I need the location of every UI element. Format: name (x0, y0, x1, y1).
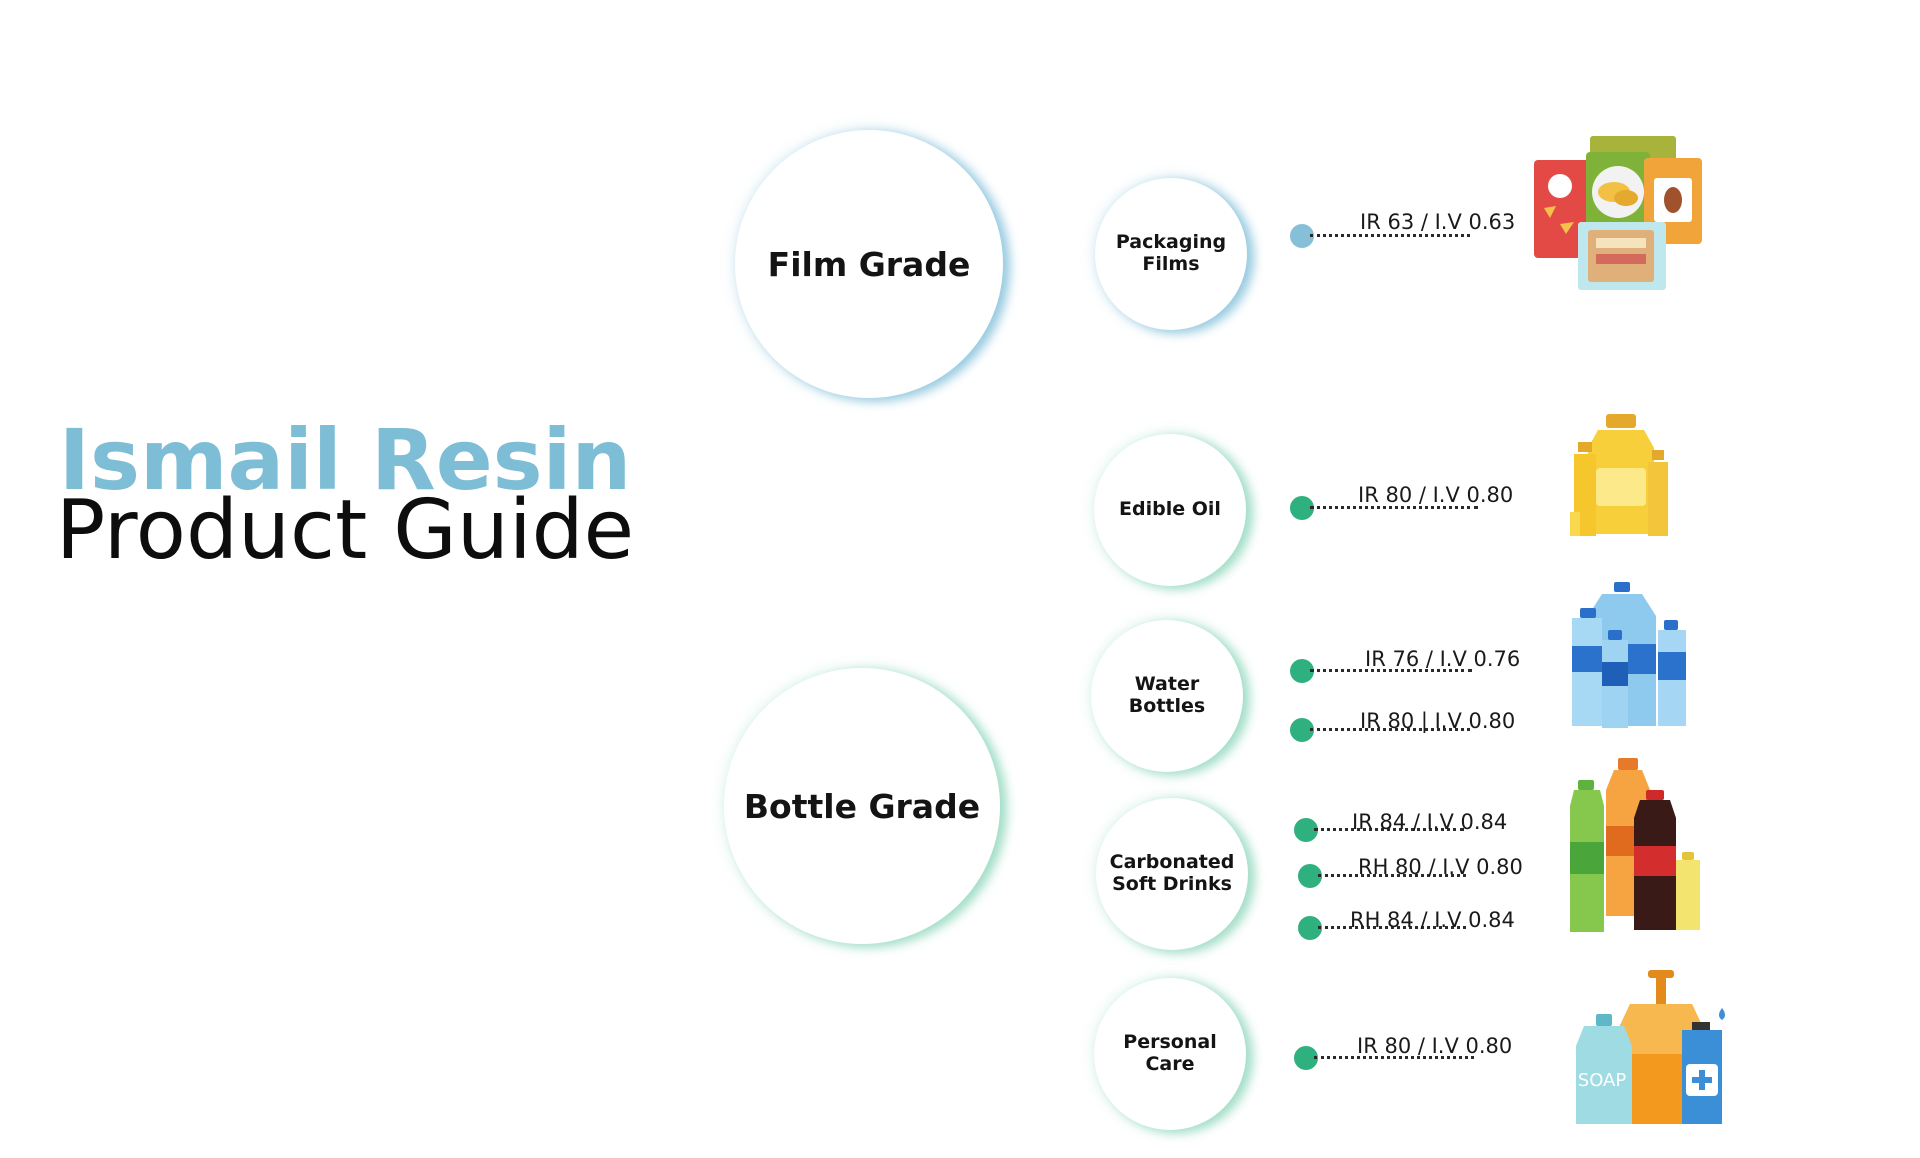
spec-leader (1310, 234, 1470, 237)
application-node-edible-oil: Edible Oil (1094, 434, 1246, 586)
soap-sanitizer-bottles-icon: SOAP (1576, 970, 1725, 1124)
application-node-water-bottles: Water Bottles (1091, 620, 1243, 772)
soap-label: SOAP (1578, 1070, 1627, 1091)
spec-label: IR 80 | I.V 0.80 (1360, 709, 1516, 733)
application-node-personal-care: Personal Care (1094, 978, 1246, 1130)
spec-leader (1310, 506, 1478, 509)
spec-label: IR 76 / I.V 0.76 (1365, 647, 1521, 671)
film-grade-node: Film Grade (735, 130, 1003, 398)
water-bottles-icon (1572, 582, 1686, 728)
snack-packs-icon (1534, 136, 1702, 290)
spec-leader (1318, 874, 1466, 877)
spec-leader (1318, 926, 1466, 929)
spec-label: IR 84 / I.V 0.84 (1352, 810, 1508, 834)
spec-label: RH 84 / I.V 0.84 (1350, 908, 1515, 932)
application-node-carbonated-soft-drinks: Carbonated Soft Drinks (1096, 798, 1248, 950)
spec-label: IR 80 / I.V 0.80 (1358, 483, 1514, 507)
guide-title: Product Guide (55, 483, 635, 578)
oil-bottles-icon (1570, 414, 1668, 536)
brand-title: Ismail Resin (58, 411, 632, 509)
soft-drink-bottles-icon (1570, 758, 1700, 932)
application-node-packaging-films: Packaging Films (1095, 178, 1247, 330)
spec-leader (1310, 669, 1472, 672)
bottle-grade-node: Bottle Grade (724, 668, 1000, 944)
spec-leader (1314, 828, 1464, 831)
spec-label: IR 63 / I.V 0.63 (1360, 210, 1516, 234)
spec-label: RH 80 / I.V 0.80 (1358, 855, 1523, 879)
spec-leader (1310, 728, 1470, 731)
spec-label: IR 80 / I.V 0.80 (1357, 1034, 1513, 1058)
spec-leader (1314, 1056, 1474, 1059)
